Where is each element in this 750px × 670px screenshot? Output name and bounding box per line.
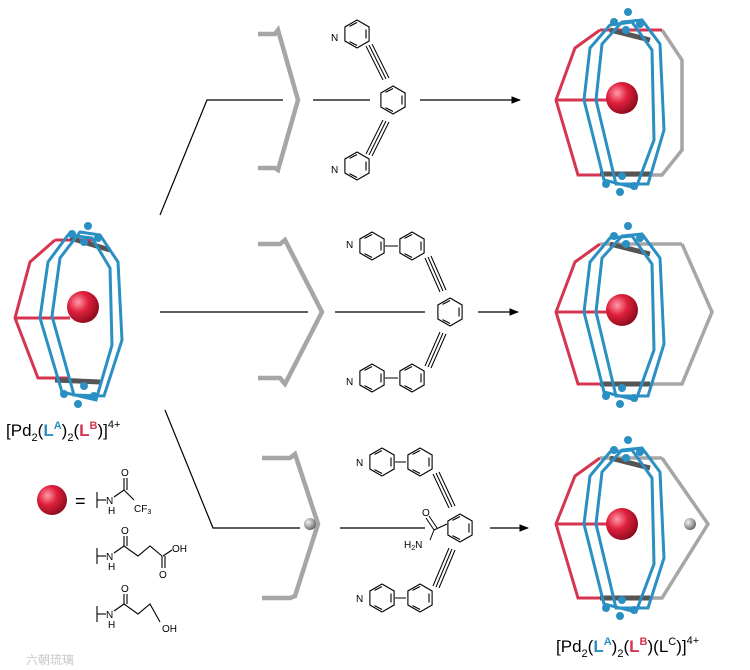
product-cage-top — [554, 8, 684, 196]
cage-blue-frame-2 — [50, 230, 124, 398]
pathway-lines — [159, 99, 308, 529]
ligand-middle-structure: N N — [346, 231, 463, 393]
legend-group-hydroxypropanamide: N H O OH — [96, 584, 177, 635]
ligand-top-structure: N N — [331, 19, 406, 181]
svg-text:OH: OH — [162, 624, 177, 635]
svg-text:H: H — [108, 506, 115, 517]
svg-text:N: N — [106, 552, 113, 563]
svg-text:H: H — [108, 620, 115, 631]
pyridine-n-atom: N — [331, 33, 338, 44]
cage-blue-frame-1 — [38, 233, 114, 402]
guest-sphere — [67, 291, 99, 323]
bracket-bottom-gray-sphere — [304, 518, 316, 530]
pyridine-n-atom: N — [346, 240, 353, 251]
svg-text:OH: OH — [172, 544, 187, 555]
product-cage-bottom — [554, 436, 711, 620]
legend-guest-sphere — [37, 485, 67, 515]
pyridine-n-atom: N — [356, 458, 363, 469]
product-cage-middle — [554, 222, 714, 408]
ligand-bottom-structure: N N O H2N — [356, 447, 473, 613]
svg-text:N: N — [106, 610, 113, 621]
formula-start: [Pd2(LA)2(LB)]4+ — [6, 419, 120, 444]
svg-text:H: H — [108, 562, 115, 573]
legend-group-trifluoroacetamide: N H O CF3 — [96, 468, 151, 517]
amide-o-atom: O — [422, 508, 430, 519]
svg-text:O: O — [121, 526, 129, 537]
svg-text:CF3: CF3 — [134, 504, 151, 516]
svg-text:N: N — [106, 496, 113, 507]
svg-text:O: O — [159, 570, 167, 581]
amide-nh2-group: H2N — [404, 540, 422, 552]
legend-equals: = — [75, 491, 86, 511]
svg-text:O: O — [121, 584, 129, 595]
bracket-middle — [258, 236, 325, 389]
starting-cage — [13, 222, 124, 408]
legend: = N H O CF3 N H O O — [37, 468, 187, 635]
bracket-top — [258, 25, 301, 174]
linker-lines — [313, 99, 425, 529]
bracket-bottom — [262, 450, 321, 601]
legend-group-succinamide: N H O O OH — [96, 526, 187, 581]
svg-text:O: O — [121, 468, 129, 479]
pyridine-n-atom: N — [356, 594, 363, 605]
pyridine-n-atom: N — [346, 377, 353, 388]
pyridine-n-atom: N — [331, 165, 338, 176]
watermark: 六朝琉璃 — [26, 653, 74, 667]
reaction-arrows — [420, 96, 529, 532]
formula-product: [Pd2(LA)2(LB)(LC)]4+ — [556, 635, 699, 660]
